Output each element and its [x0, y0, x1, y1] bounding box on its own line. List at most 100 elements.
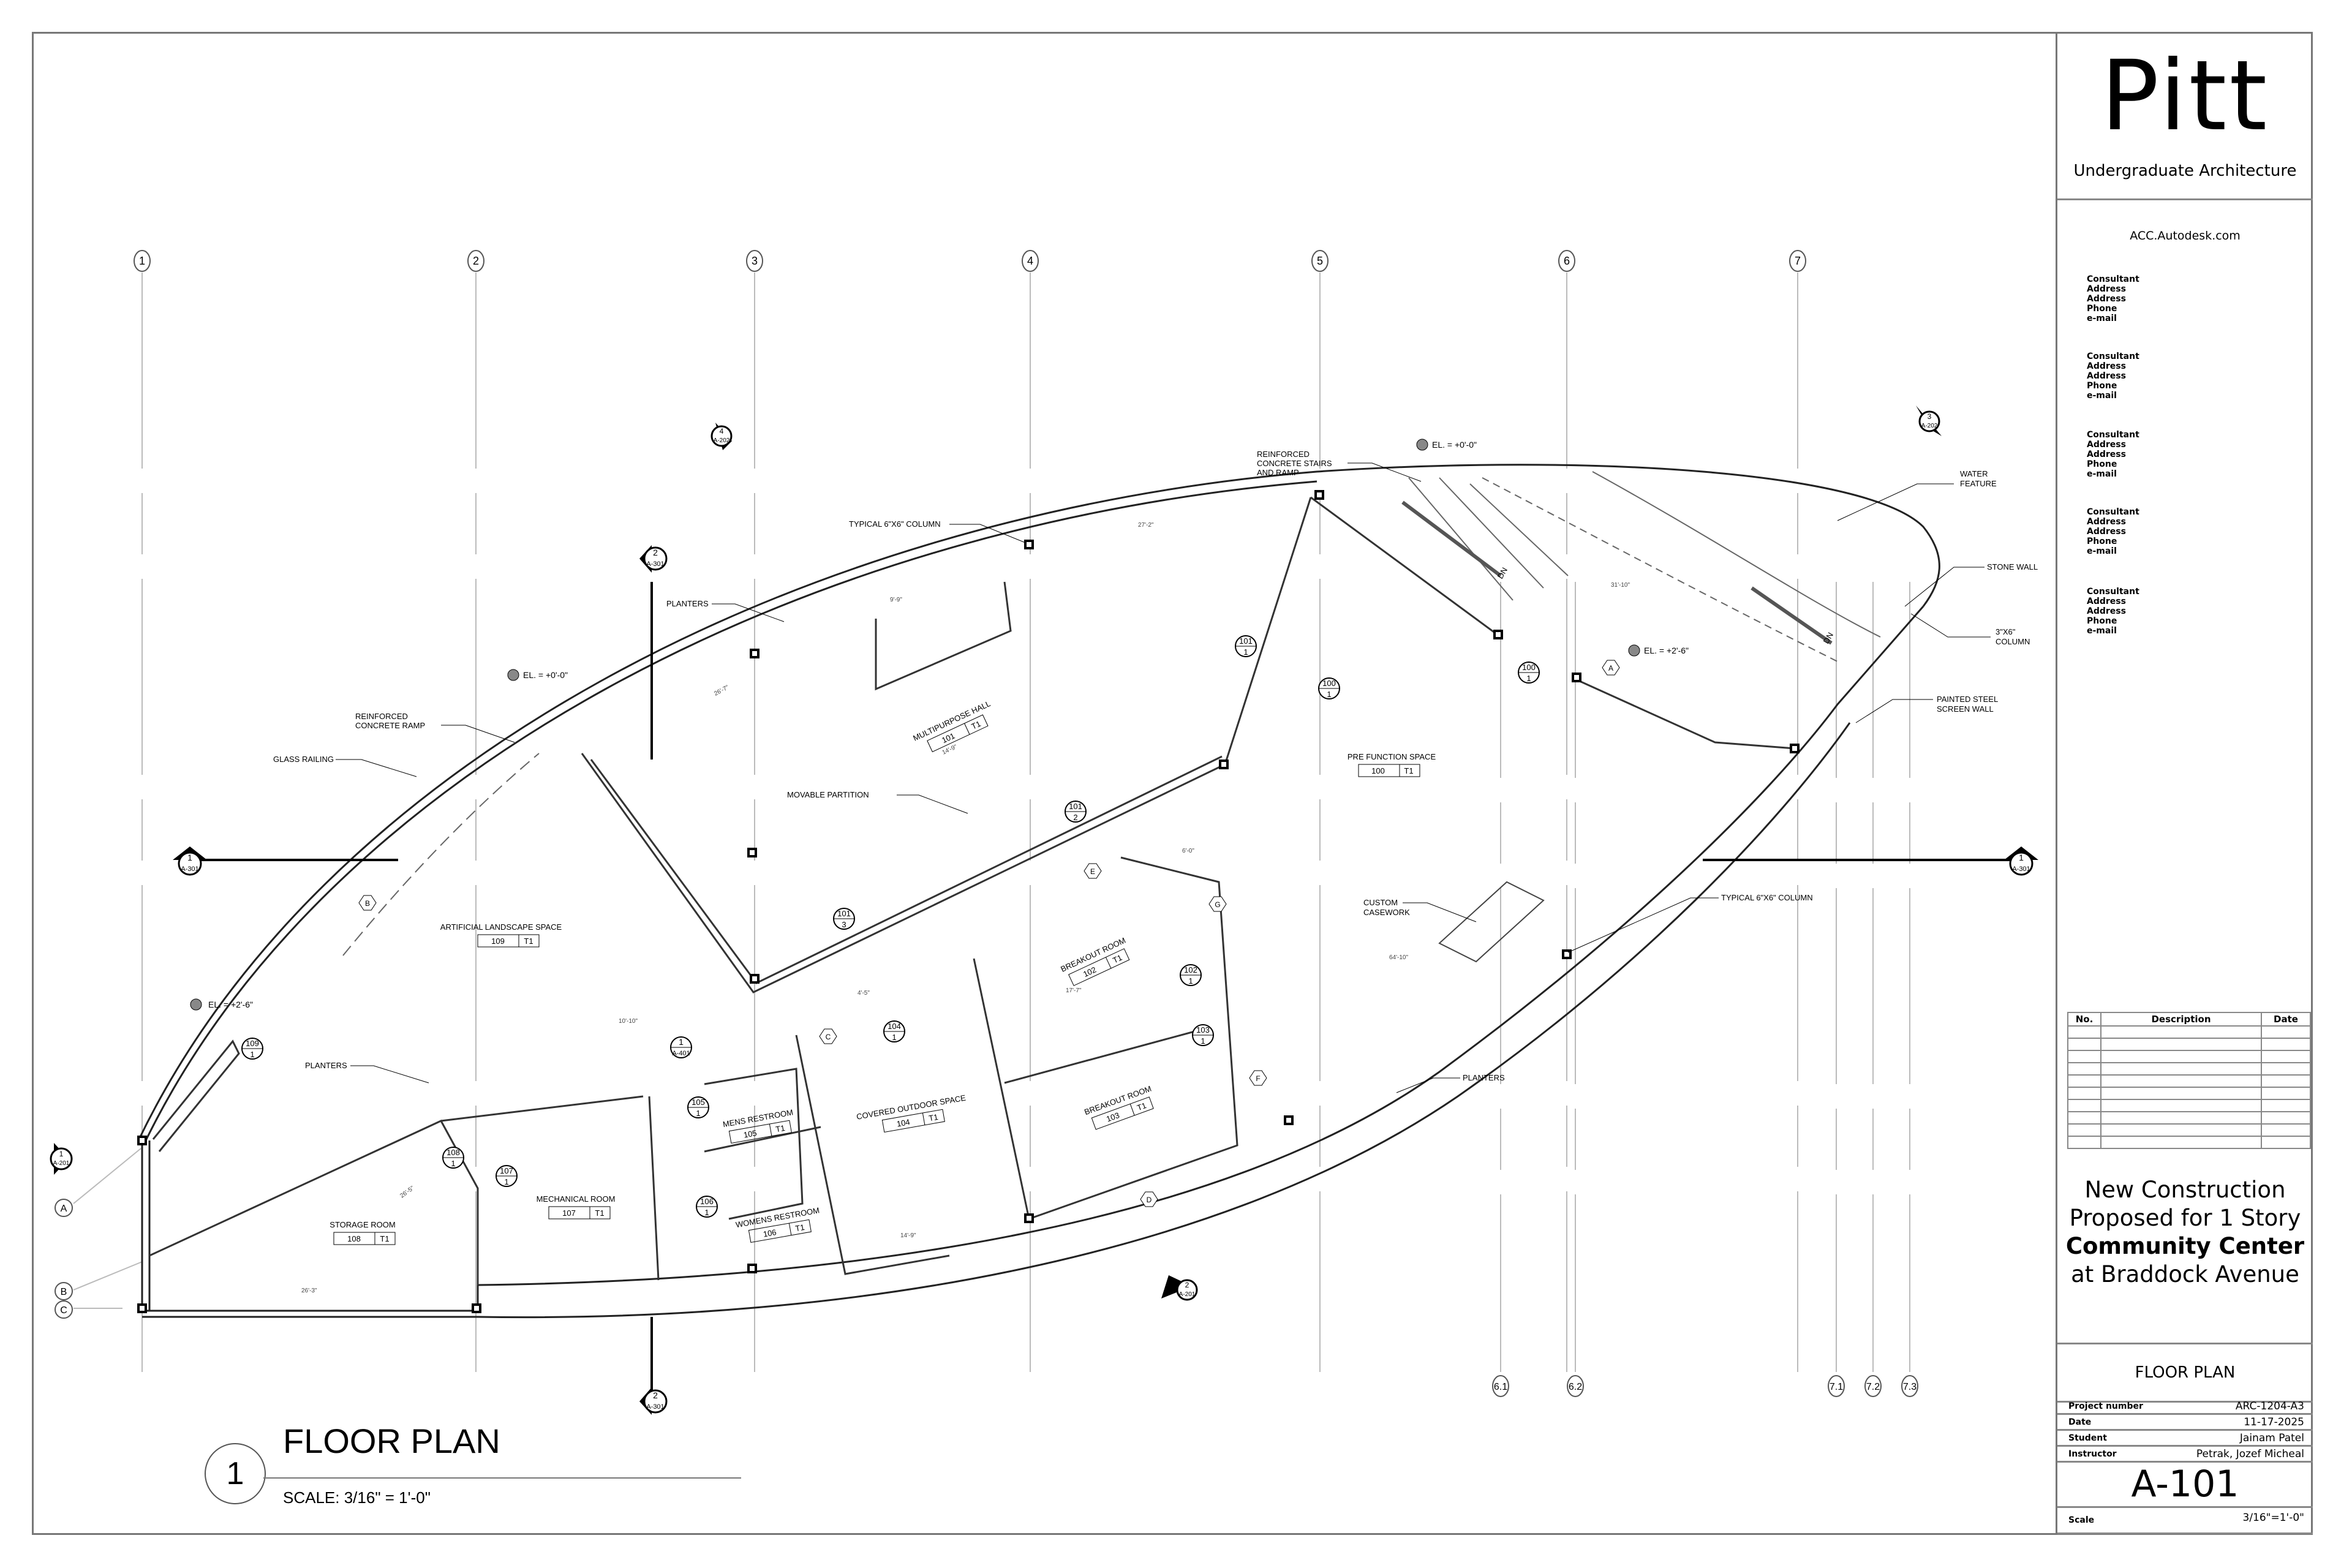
grid-bubble-4: 4 — [1022, 250, 1039, 272]
svg-text:1: 1 — [451, 1159, 455, 1168]
svg-text:B: B — [365, 899, 370, 908]
section-mark-west: 1A-301 — [173, 846, 207, 876]
columns — [137, 490, 1800, 1313]
rev-row — [2067, 1123, 2311, 1137]
svg-text:2: 2 — [1073, 813, 1077, 822]
svg-text:1: 1 — [139, 255, 145, 267]
grid-bubble-6-1: 6.1 — [1492, 1375, 1509, 1397]
svg-text:REINFORCED: REINFORCED — [1257, 450, 1310, 459]
grid-bubbles-top: 1 2 3 4 5 6 7 — [134, 250, 1806, 272]
svg-text:A-301: A-301 — [181, 865, 198, 873]
grid-lines — [141, 273, 1910, 1372]
svg-text:104: 104 — [896, 1117, 911, 1129]
svg-text:1: 1 — [892, 1033, 896, 1042]
svg-text:A-401: A-401 — [672, 1050, 690, 1057]
svg-text:T1: T1 — [970, 719, 982, 731]
note-movable-partition: MOVABLE PARTITION — [787, 790, 968, 814]
sheet-border — [32, 32, 2313, 1535]
svg-text:PLANTERS: PLANTERS — [1463, 1073, 1505, 1082]
svg-text:EL. = +2'-6": EL. = +2'-6" — [208, 1000, 253, 1009]
svg-text:107: 107 — [562, 1208, 576, 1218]
project-title: New Construction Proposed for 1 Story Co… — [2065, 1177, 2305, 1287]
svg-text:T1: T1 — [794, 1223, 805, 1233]
wall-type-tags: A B C D E F G — [358, 660, 1620, 1207]
elevation-targets: EL. = +0'-0" EL. = +0'-0" EL. = +2'-6" E… — [190, 439, 1689, 1011]
grid-bubble-3: 3 — [746, 250, 763, 272]
note-stone-wall: STONE WALL — [1904, 562, 2038, 607]
note-column-right: TYPICAL 6"X6" COLUMN — [1567, 893, 1813, 953]
svg-text:B: B — [61, 1287, 67, 1297]
svg-text:100: 100 — [1371, 766, 1385, 775]
elevation-marks: 4A-202 3A-202 1A-201 2A-201 — [50, 405, 1942, 1301]
svg-text:104: 104 — [888, 1022, 901, 1031]
svg-text:1: 1 — [187, 853, 192, 862]
grid-bubble-5: 5 — [1311, 250, 1329, 272]
rev-row — [2067, 1099, 2311, 1112]
svg-text:106: 106 — [700, 1197, 714, 1206]
wall-tag-C: C — [819, 1028, 837, 1044]
elevation-target-4: EL. = +2'-6" — [190, 998, 253, 1011]
grid-bubble-7-1: 7.1 — [1828, 1375, 1845, 1397]
svg-text:PLANTERS: PLANTERS — [666, 599, 709, 608]
svg-text:7.1: 7.1 — [1830, 1382, 1843, 1392]
svg-text:T1: T1 — [1111, 953, 1123, 965]
svg-text:64'-10": 64'-10" — [1389, 954, 1408, 961]
svg-text:TYPICAL 6"X6" COLUMN: TYPICAL 6"X6" COLUMN — [1721, 893, 1813, 902]
floor-plan-drawing: 1 2 3 4 5 6 7 6.1 6.2 7.1 7.2 7.3 A B C — [50, 250, 2038, 1415]
svg-text:A-201: A-201 — [53, 1160, 70, 1167]
svg-text:26'-5": 26'-5" — [399, 1185, 415, 1199]
svg-text:C: C — [60, 1305, 67, 1316]
ramp-dn-label: DN — [1822, 631, 1835, 646]
section-lines — [184, 582, 2021, 1390]
svg-text:T1: T1 — [775, 1123, 786, 1134]
grid-bubble-2: 2 — [467, 250, 484, 272]
grid-bubbles-bottom: 6.1 6.2 7.1 7.2 7.3 — [1492, 1375, 1918, 1397]
svg-text:1: 1 — [59, 1150, 64, 1158]
svg-text:E: E — [1090, 867, 1095, 876]
svg-text:108: 108 — [347, 1234, 361, 1243]
school-logo: Pitt — [2100, 40, 2270, 153]
grid-bubble-A: A — [55, 1199, 73, 1217]
logo-panel: Pitt Undergraduate Architecture — [2057, 32, 2313, 200]
svg-text:T1: T1 — [380, 1234, 389, 1243]
wall-tag-E: E — [1084, 863, 1102, 879]
svg-text:EL. = +0'-0": EL. = +0'-0" — [1432, 440, 1477, 450]
svg-text:102: 102 — [1082, 965, 1098, 979]
svg-text:MECHANICAL ROOM: MECHANICAL ROOM — [537, 1194, 616, 1204]
svg-text:109: 109 — [491, 937, 505, 946]
svg-text:A-202: A-202 — [714, 437, 730, 444]
grid-bubbles-left: A B C — [55, 1148, 143, 1319]
svg-text:PLANTERS: PLANTERS — [305, 1061, 347, 1070]
svg-text:4'-5": 4'-5" — [858, 990, 870, 997]
rev-row — [2067, 1025, 2311, 1039]
svg-text:1: 1 — [1188, 976, 1193, 986]
svg-text:101: 101 — [940, 731, 956, 745]
view-title-underline — [263, 1477, 741, 1479]
note-column-top: TYPICAL 6"X6" COLUMN — [849, 519, 1026, 543]
title-block: Pitt Undergraduate Architecture ACC.Auto… — [2056, 32, 2313, 1535]
sheet-number: A-101 — [2057, 1462, 2313, 1508]
svg-text:31'-10": 31'-10" — [1611, 582, 1630, 589]
svg-text:6.1: 6.1 — [1494, 1382, 1507, 1392]
svg-text:106: 106 — [763, 1227, 777, 1239]
svg-text:EL. = +2'-6": EL. = +2'-6" — [1644, 646, 1689, 655]
svg-text:A-201: A-201 — [1179, 1291, 1196, 1298]
svg-text:FEATURE: FEATURE — [1960, 479, 1997, 488]
svg-text:3: 3 — [842, 920, 846, 929]
rev-row — [2067, 1111, 2311, 1125]
website-text: ACC.Autodesk.com — [2130, 229, 2241, 243]
